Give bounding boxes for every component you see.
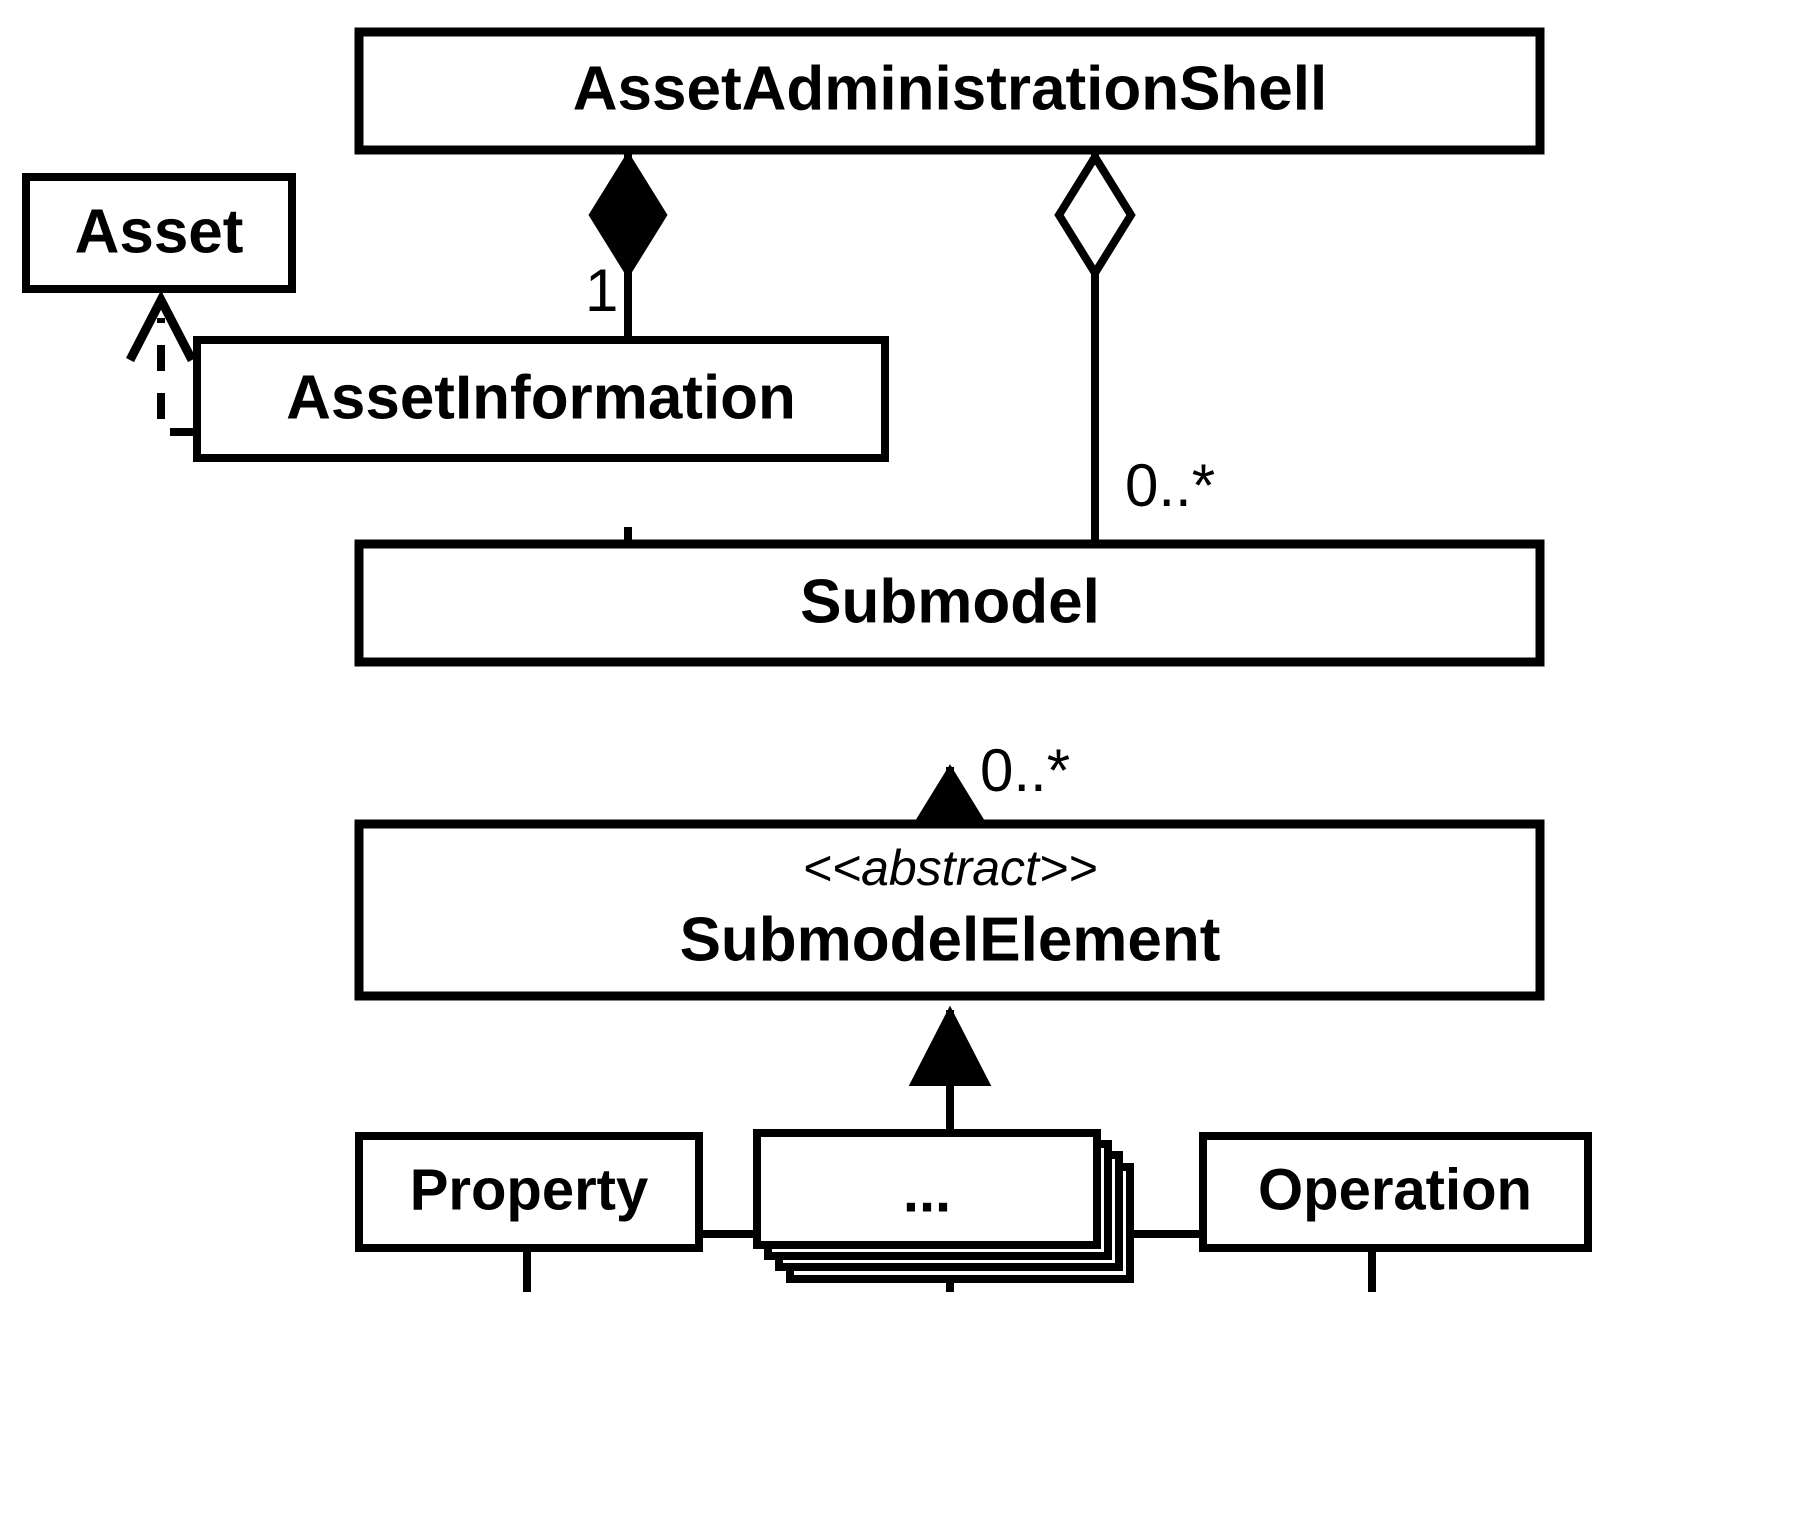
class-label-asset-information: AssetInformation: [286, 363, 796, 432]
open-arrowhead-to-asset: [126, 290, 196, 363]
filled-diamond-aas-assetinformation: [588, 151, 668, 279]
stereotype-label-abstract: <<abstract>>: [803, 840, 1098, 896]
class-box-property[interactable]: Property: [355, 1132, 703, 1252]
class-box-asset[interactable]: Asset: [22, 173, 296, 293]
class-box-asset-information[interactable]: AssetInformation: [193, 336, 889, 462]
class-label-asset: Asset: [75, 197, 244, 266]
hollow-diamond-aas-submodel: [1054, 149, 1136, 281]
stack-layer-front: [753, 1129, 1101, 1249]
multiplicity-label-aas-submodel: 0..*: [1125, 452, 1215, 519]
class-label-submodel: Submodel: [800, 567, 1100, 636]
composition-aas-assetinformation: [588, 150, 668, 342]
multiplicity-label-aas-assetinformation: 1: [585, 257, 618, 324]
dependency-assetinformation-asset: [126, 290, 196, 436]
class-label-operation: Operation: [1258, 1157, 1532, 1222]
class-box-asset-administration-shell[interactable]: AssetAdministrationShell: [354, 27, 1545, 155]
class-box-submodel-element[interactable]: <<abstract>> SubmodelElement: [354, 819, 1545, 1001]
class-box-submodel[interactable]: Submodel: [354, 539, 1545, 667]
class-label-asset-administration-shell: AssetAdministrationShell: [573, 54, 1327, 123]
class-box-operation[interactable]: Operation: [1199, 1132, 1592, 1252]
class-label-submodel-element: SubmodelElement: [680, 905, 1221, 974]
class-box-stack-ellipsis[interactable]: ...: [753, 1129, 1134, 1283]
multiplicity-label-submodel-submodelelement: 0..*: [980, 737, 1070, 804]
class-label-property: Property: [410, 1157, 649, 1222]
filled-triangle-arrowhead-submodelelement: [908, 1005, 992, 1086]
class-label-ellipsis: ...: [903, 1159, 951, 1224]
